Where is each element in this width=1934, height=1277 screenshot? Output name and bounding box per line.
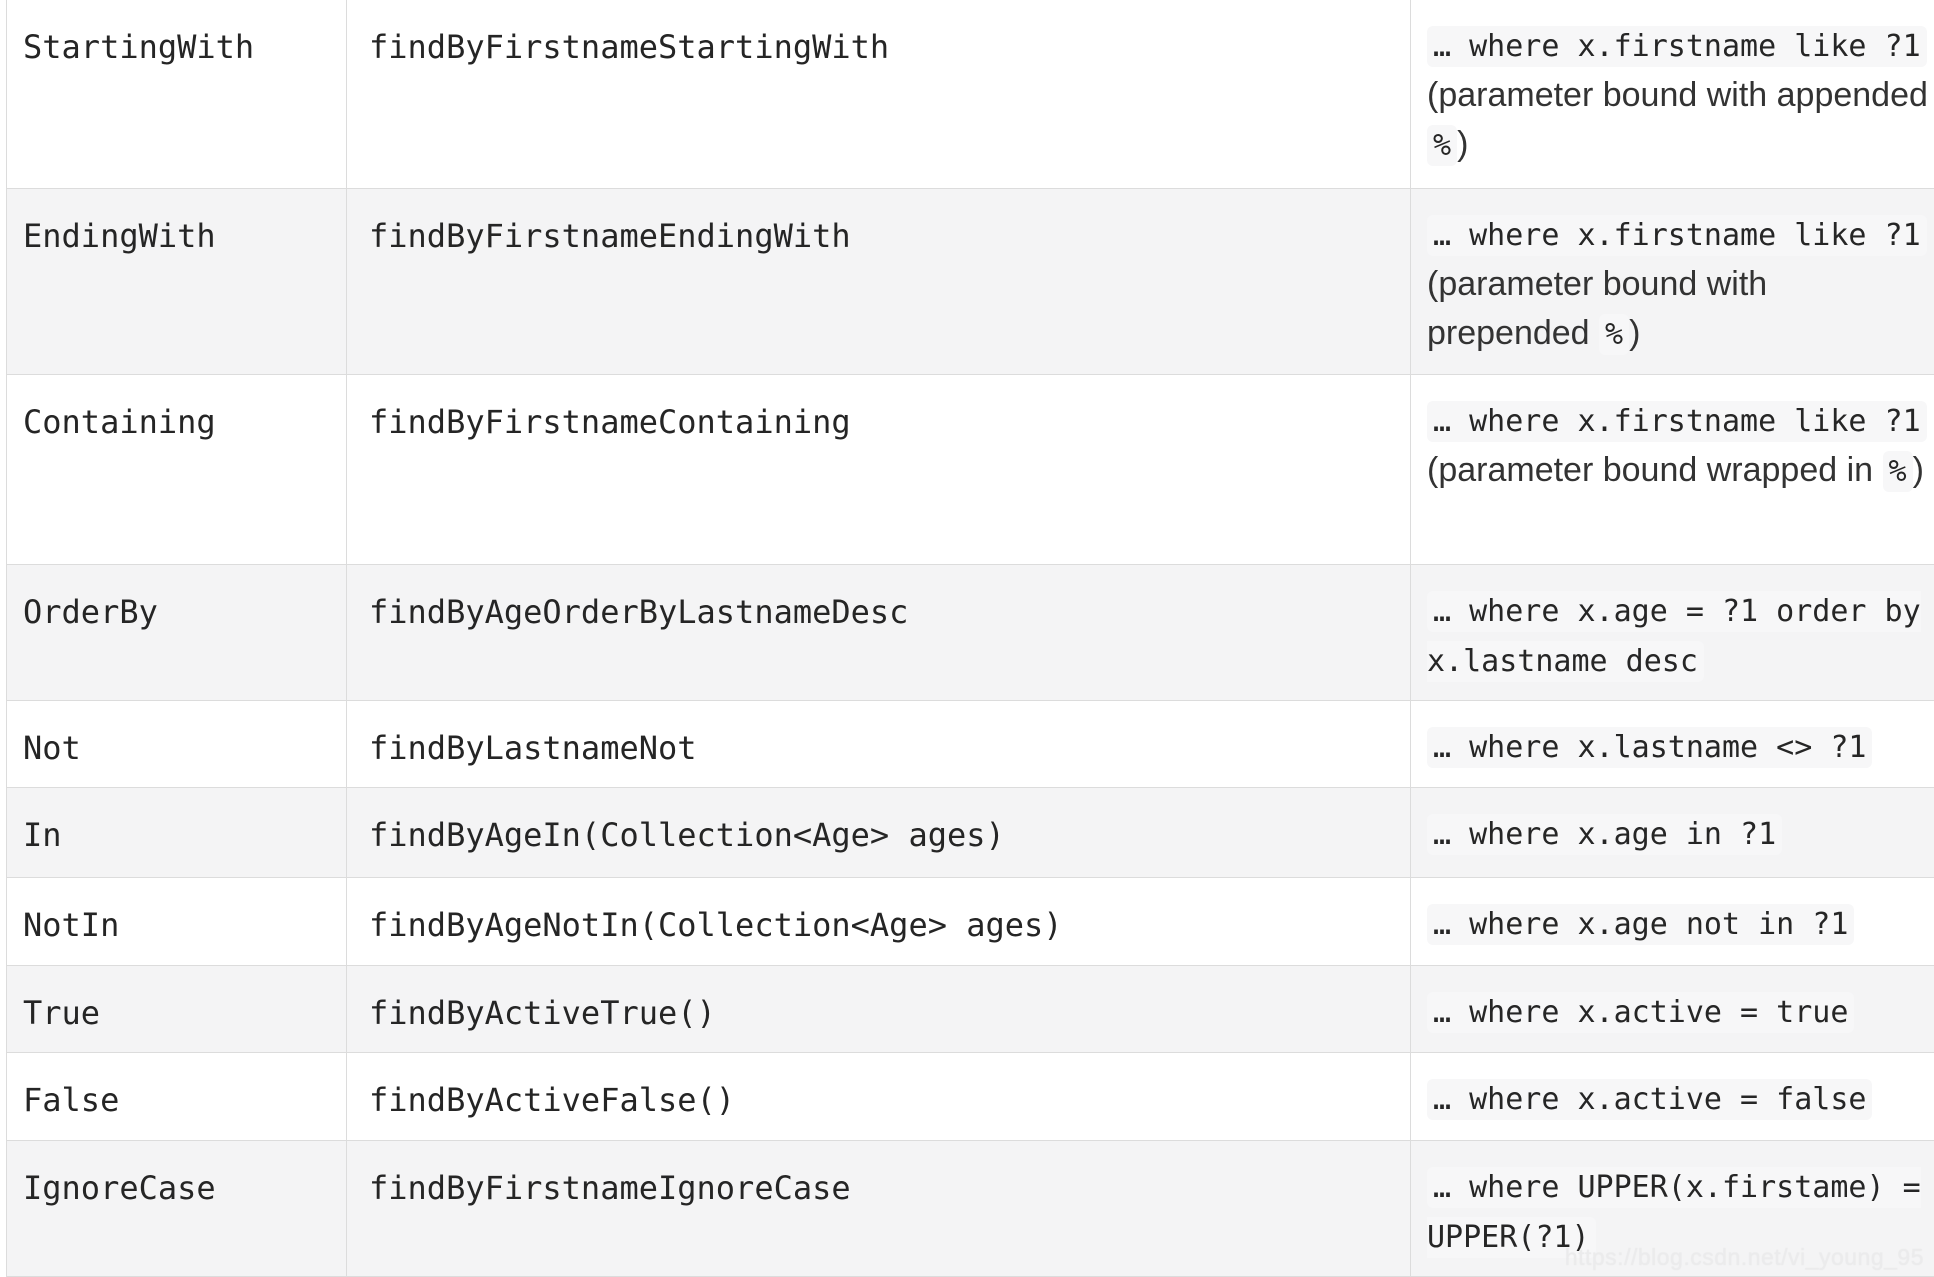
keyword-cell: IgnoreCase xyxy=(7,1141,347,1276)
jpql-code-snippet: … where x.firstname like ?1 xyxy=(1427,401,1927,442)
table-row: Not findByLastnameNot … where x.lastname… xyxy=(7,701,1934,788)
jpql-code-snippet: … where x.lastname <> ?1 xyxy=(1427,727,1873,768)
method-sample-cell: findByActiveFalse() xyxy=(347,1053,1411,1140)
keyword-cell: EndingWith xyxy=(7,189,347,374)
jpql-code-snippet: … where x.age in ?1 xyxy=(1427,814,1783,855)
method-sample-cell: findByActiveTrue() xyxy=(347,966,1411,1052)
keyword-cell: Not xyxy=(7,701,347,787)
table-row: Containing findByFirstnameContaining … w… xyxy=(7,375,1934,565)
jpql-plain-text: (parameter bound wrapped in xyxy=(1427,451,1883,489)
jpql-plain-text: (parameter bound with prepended xyxy=(1427,265,1768,352)
jpql-plain-text: ) xyxy=(1457,125,1469,163)
jpql-snippet-cell: … where x.age = ?1 order by x.lastname d… xyxy=(1411,565,1934,700)
jpql-snippet-cell: … where x.lastname <> ?1 xyxy=(1411,701,1934,787)
keyword-cell: NotIn xyxy=(7,878,347,965)
method-sample-cell: findByFirstnameContaining xyxy=(347,375,1411,564)
method-sample-cell: findByFirstnameStartingWith xyxy=(347,0,1411,188)
jpql-code-snippet: … where x.firstname like ?1 xyxy=(1427,215,1927,256)
table-row: False findByActiveFalse() … where x.acti… xyxy=(7,1053,1934,1141)
keyword-cell: StartingWith xyxy=(7,0,347,188)
keywords-table: StartingWith findByFirstnameStartingWith… xyxy=(6,0,1934,1277)
jpql-code-snippet: … where x.active = true xyxy=(1427,992,1855,1033)
table-row: True findByActiveTrue() … where x.active… xyxy=(7,966,1934,1053)
method-sample-cell: findByAgeIn(Collection<Age> ages) xyxy=(347,788,1411,877)
table-row: In findByAgeIn(Collection<Age> ages) … w… xyxy=(7,788,1934,878)
method-sample-cell: findByAgeOrderByLastnameDesc xyxy=(347,565,1411,700)
keyword-cell: OrderBy xyxy=(7,565,347,700)
jpql-code-snippet: … where x.age = ?1 order by x.lastname d… xyxy=(1427,591,1921,682)
jpql-code-snippet: … where x.age not in ?1 xyxy=(1427,904,1855,945)
jpql-snippet-cell: … where x.firstname like ?1 (parameter b… xyxy=(1411,375,1934,564)
table-row: StartingWith findByFirstnameStartingWith… xyxy=(7,0,1934,189)
table-row: EndingWith findByFirstnameEndingWith … w… xyxy=(7,189,1934,375)
jpql-plain-text: ) xyxy=(1912,451,1924,489)
jpql-plain-text: ) xyxy=(1629,314,1641,352)
method-sample-cell: findByLastnameNot xyxy=(347,701,1411,787)
keyword-cell: In xyxy=(7,788,347,877)
jpql-snippet-cell: … where x.firstname like ?1 (parameter b… xyxy=(1411,0,1934,188)
method-sample-cell: findByFirstnameEndingWith xyxy=(347,189,1411,374)
jpql-code-snippet: … where x.active = false xyxy=(1427,1079,1873,1120)
csdn-watermark: https://blog.csdn.net/vi_young_95 xyxy=(1564,1244,1924,1270)
jpql-snippet-cell: … where x.active = false xyxy=(1411,1053,1934,1140)
table-row: NotIn findByAgeNotIn(Collection<Age> age… xyxy=(7,878,1934,966)
jpql-snippet-cell: … where x.age not in ?1 xyxy=(1411,878,1934,965)
table-row: OrderBy findByAgeOrderByLastnameDesc … w… xyxy=(7,565,1934,701)
jpql-snippet-cell: … where x.active = true xyxy=(1411,966,1934,1052)
jpql-code-snippet: … where x.firstname like ?1 xyxy=(1427,26,1927,67)
jpql-plain-text: (parameter bound with appended xyxy=(1427,76,1928,114)
jpql-snippet-cell: … where UPPER(x.firstame) = UPPER(?1) xyxy=(1411,1141,1934,1276)
keyword-cell: Containing xyxy=(7,375,347,564)
keyword-cell: False xyxy=(7,1053,347,1140)
method-sample-cell: findByAgeNotIn(Collection<Age> ages) xyxy=(347,878,1411,965)
keyword-cell: True xyxy=(7,966,347,1052)
method-sample-cell: findByFirstnameIgnoreCase xyxy=(347,1141,1411,1276)
table-row: IgnoreCase findByFirstnameIgnoreCase … w… xyxy=(7,1141,1934,1277)
jpql-snippet-cell: … where x.firstname like ?1 (parameter b… xyxy=(1411,189,1934,374)
jpql-code-snippet: % xyxy=(1599,314,1630,355)
jpql-code-snippet: % xyxy=(1882,451,1913,492)
jpql-code-snippet: % xyxy=(1427,125,1458,166)
jpql-snippet-cell: … where x.age in ?1 xyxy=(1411,788,1934,877)
